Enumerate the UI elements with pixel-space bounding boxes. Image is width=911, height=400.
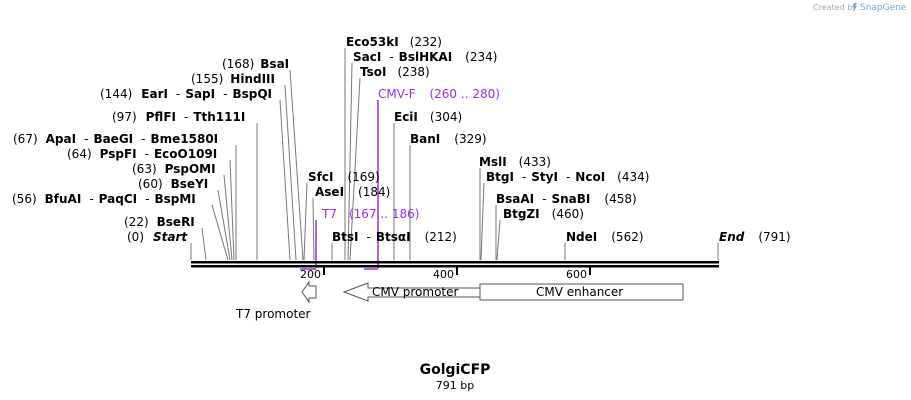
leader-asei: [312, 197, 315, 261]
enzyme-label-eco53ki: Eco53kI(232): [346, 35, 442, 49]
leader-bsai: [289, 69, 304, 261]
enzyme-label-bani: BanI(329): [410, 132, 487, 146]
map-length: 791 bp: [436, 379, 474, 392]
leader-btgi: [480, 182, 485, 261]
enzyme-label-pspomi: (63)PspOMI: [132, 162, 216, 176]
map-name: GolgiCFP: [420, 362, 491, 378]
enzyme-label-btsi: BtsI-BtsαI(212): [332, 230, 457, 244]
enzyme-label-hindiii: (155)HindIII: [191, 72, 275, 86]
enzyme-label-saci: SacI-BslHKAI(234): [353, 50, 497, 64]
tick-label-200: 200: [300, 268, 321, 281]
enzyme-label-eari: (144)EarI-SapI-BspQI: [100, 87, 272, 101]
leader-saci: [347, 62, 353, 261]
feature-t7-promoter-arrow: [301, 280, 317, 304]
enzyme-label-bsai: (168)BsaI: [222, 57, 289, 71]
enzyme-label-bsaai: BsaAI-SnaBI(458): [496, 192, 637, 206]
feature-cmv-enhancer-label: CMV enhancer: [536, 285, 623, 299]
enzyme-label-bseyi: (60)BseYI: [138, 177, 208, 191]
label-end: End(791): [719, 230, 791, 244]
enzyme-label-pspfi: (64)PspFI-EcoO109I: [67, 147, 217, 161]
leader-eari: [279, 99, 291, 261]
feature-cmv-promoter-label: CMV promoter: [372, 285, 459, 299]
label-start: (0)Start: [127, 230, 188, 244]
enzyme-label-pflfi: (97)PflFI-Tth111I: [112, 110, 245, 124]
credit-text: Created by: [813, 3, 857, 12]
enzyme-label-sfci: SfcI(169): [308, 170, 380, 184]
enzyme-label-bseri: (22)BseRI: [124, 215, 195, 229]
feature-t7-promoter-label: T7 promoter: [235, 307, 311, 321]
enzyme-label-ecii: EciI(304): [394, 110, 462, 124]
leader-btgzi: [496, 219, 501, 261]
leader-hindiii: [284, 84, 297, 261]
leader-bfuai: [211, 204, 229, 261]
enzyme-labels: Eco53kI(232) SacI-BslHKAI(234) TsoI(238)…: [12, 35, 791, 244]
feature-cmv-enhancer-box: [479, 283, 684, 301]
primer-label-cmv-f: CMV-F(260 .. 280): [378, 87, 500, 101]
enzyme-label-btgi: BtgI-StyI-NcoI(434): [486, 170, 649, 184]
map-title: GolgiCFP 791 bp: [420, 362, 491, 392]
primer-labels: CMV-F(260 .. 280) T7(167 .. 186): [321, 87, 500, 221]
backbone-bottom-strand: [191, 265, 719, 268]
brand-text: SnapGene: [860, 3, 907, 13]
primer-label-t7: T7(167 .. 186): [321, 207, 419, 221]
enzyme-label-apai: (67)ApaI-BaeGI-Bme1580I: [13, 132, 218, 146]
tick-label-600: 600: [566, 268, 587, 281]
enzyme-label-btgzi: BtgZI(460): [503, 207, 584, 221]
leader-bseyi: [217, 189, 231, 261]
features: CMV promoter CMV enhancer T7 promoter: [235, 280, 684, 321]
leader-pspomi: [223, 174, 233, 261]
enzyme-label-bfuai: (56)BfuAI-PaqCI-BspMI: [12, 192, 196, 206]
leader-pspfi: [229, 159, 235, 261]
enzyme-label-asei: AseI(184): [315, 185, 390, 199]
dna-backbone: [191, 261, 719, 268]
enzyme-label-msli: MslI(433): [479, 155, 551, 169]
leader-tsoi: [349, 77, 361, 261]
snapgene-logo-icon: [852, 3, 857, 11]
enzyme-label-tsoi: TsoI(238): [360, 65, 430, 79]
snapgene-credit: Created by SnapGene: [813, 3, 907, 13]
enzyme-leader-lines: [190, 48, 719, 261]
backbone-top-strand: [191, 261, 719, 264]
leader-bseri: [201, 227, 207, 261]
enzyme-label-ndei: NdeI(562): [566, 230, 644, 244]
leader-sfci: [303, 182, 308, 261]
primer-markers: [300, 100, 379, 270]
tick-label-400: 400: [433, 268, 454, 281]
ruler: 200 400 600: [300, 267, 591, 281]
